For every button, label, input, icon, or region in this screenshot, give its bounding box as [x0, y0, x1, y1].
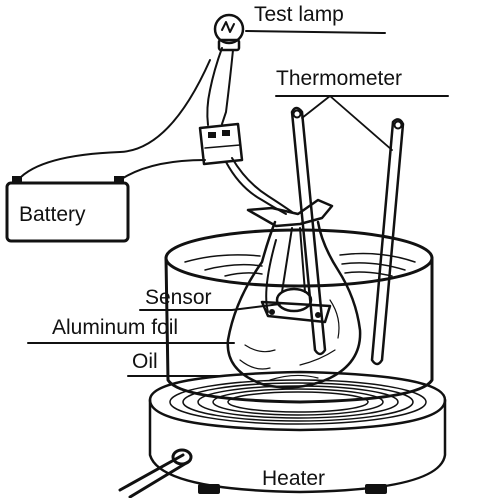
label-test-lamp: Test lamp	[245, 3, 386, 34]
thermometer-right	[370, 118, 405, 366]
aluminum-foil-bag	[226, 198, 362, 389]
label-thermometer: Thermometer	[275, 67, 449, 151]
test-lamp-label: Test lamp	[254, 3, 344, 26]
connector	[198, 122, 244, 166]
sensor-label: Sensor	[145, 286, 212, 309]
label-heater: Heater	[262, 467, 325, 490]
oil-label: Oil	[132, 350, 158, 373]
label-aluminum-foil: Aluminum foil	[27, 316, 235, 344]
oil-pot	[164, 228, 434, 404]
battery: Battery	[5, 176, 130, 243]
label-oil: Oil	[127, 350, 223, 377]
aluminum-foil-label: Aluminum foil	[52, 316, 178, 339]
battery-label: Battery	[19, 203, 86, 226]
thermometer-label: Thermometer	[276, 67, 402, 90]
wiring	[17, 47, 293, 215]
thermometer-left	[290, 106, 327, 356]
sensor	[260, 227, 332, 324]
heater-label: Heater	[262, 467, 325, 490]
test-lamp	[213, 13, 245, 52]
label-sensor: Sensor	[139, 286, 281, 311]
